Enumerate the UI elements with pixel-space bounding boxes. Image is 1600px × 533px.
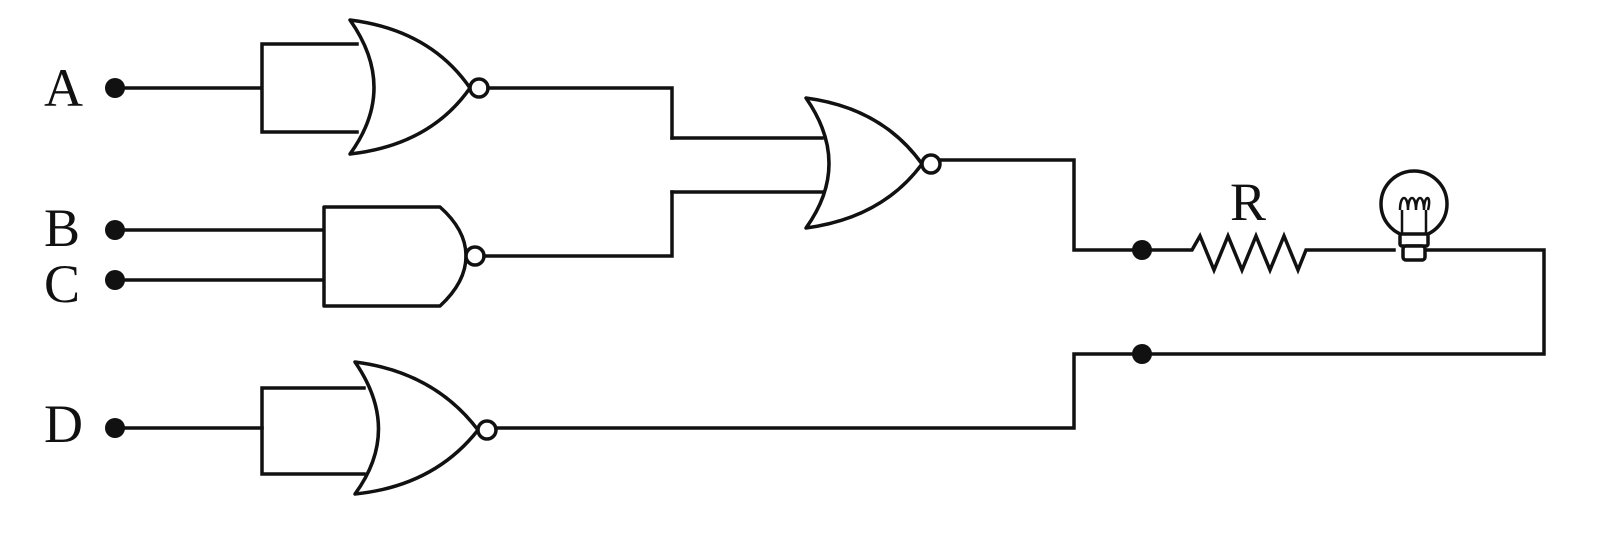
- inverter-bubble-2: [464, 245, 486, 267]
- input-label-d: D: [44, 394, 83, 454]
- inverter-bubble-3: [920, 153, 942, 175]
- nor-gate-1: [260, 18, 490, 156]
- input-label-b: B: [44, 198, 80, 258]
- wire-gate2-to-gate3: [482, 190, 674, 258]
- nor-gate-4: [260, 360, 498, 496]
- inverter-bubble-4: [476, 419, 498, 441]
- input-label-c: C: [44, 254, 80, 314]
- inverter-bubble-1: [468, 77, 490, 99]
- wire-gate4-to-node: [494, 352, 1144, 430]
- nor-gate-3: [670, 96, 942, 230]
- resistor: R: [1140, 172, 1396, 275]
- light-bulb-icon: [1379, 169, 1449, 262]
- wire-gate1-to-gate3: [486, 86, 674, 140]
- resistor-label: R: [1230, 172, 1266, 232]
- wire-gate3-to-node: [938, 158, 1144, 252]
- nand-gate-2: [322, 205, 486, 308]
- input-label-a: A: [44, 58, 83, 118]
- wire-lamp-return: [1140, 248, 1546, 356]
